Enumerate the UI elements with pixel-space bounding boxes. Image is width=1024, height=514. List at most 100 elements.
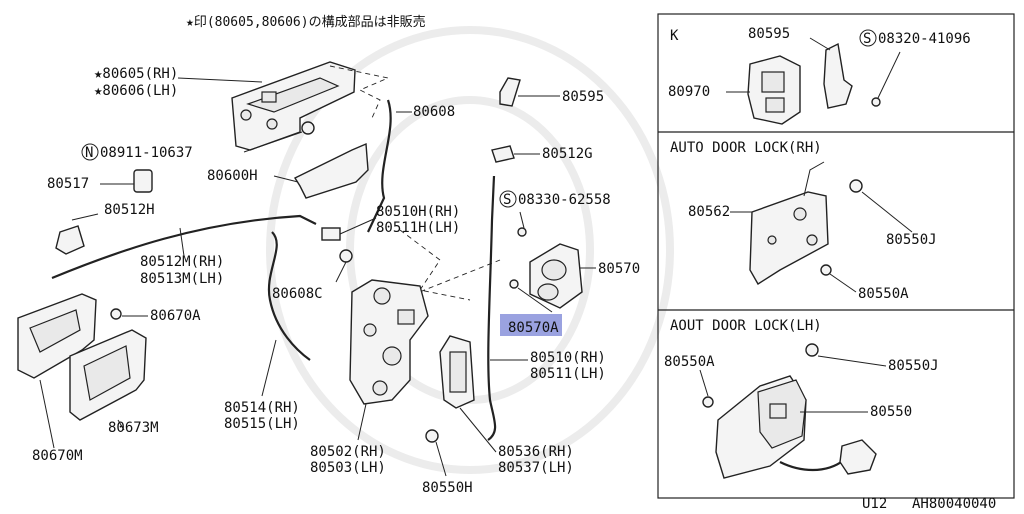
label-80510[interactable]: 80510(RH) [530,350,606,366]
outer-handle-part[interactable] [231,61,356,151]
label-80605[interactable]: ★80605(RH) [94,66,178,82]
actuator-80550[interactable] [715,375,877,479]
part-80550H[interactable] [425,429,439,443]
panel-rh-label-80562[interactable]: 80562 [688,204,730,220]
panel-k-label-80595[interactable]: 80595 [748,26,790,42]
leader-80670M [39,379,55,449]
leader-80514 [261,339,277,397]
label-80600H[interactable]: 80600H [207,168,258,184]
part-lh-80550A[interactable] [702,396,714,408]
part-rh-80550A[interactable] [820,264,832,276]
rod-80608[interactable] [367,99,392,233]
leader-rh-80550A [829,273,857,293]
label-80512H[interactable]: 80512H [104,202,155,218]
part-rh-80550J[interactable] [849,179,863,193]
leader-08330 [519,211,525,229]
dash-striker [411,259,501,296]
rod-80510[interactable] [487,175,497,441]
screw-80670A[interactable] [110,308,122,320]
label-80550H[interactable]: 80550H [422,480,473,496]
label-80595[interactable]: 80595 [562,89,604,105]
panel-lh-label-80550A[interactable]: 80550A [664,354,715,370]
label-08330[interactable]: 08330-62558 [518,192,611,208]
label-80511[interactable]: 80511(LH) [530,366,606,382]
label-80608[interactable]: 80608 [413,104,455,120]
header-note: ★印(80605,80606)の構成部品は非販売 [186,14,426,30]
label-80511H[interactable]: 80511H(LH) [376,220,460,236]
highlight-80570A [500,314,562,336]
lock-assembly-80502[interactable] [349,279,429,405]
panel-k-label-08320[interactable]: 08320-41096 [878,31,971,47]
label-80570A[interactable]: 80570A [508,320,559,336]
striker-80570[interactable] [529,243,583,309]
footer-right: AH80040040 [912,496,996,510]
actuator-bracket-80562[interactable] [749,161,829,285]
label-80510H[interactable]: 80510H(RH) [376,204,460,220]
label-80517[interactable]: 80517 [47,176,89,192]
label-80608C[interactable]: 80608C [272,286,323,302]
leader-k-80595 [809,37,831,51]
dash-handle [329,65,390,119]
panel-rh-label-80550J[interactable]: 80550J [886,232,937,248]
label-80503[interactable]: 80503(LH) [310,460,386,476]
label-80512G[interactable]: 80512G [542,146,593,162]
leader-80550H [435,441,447,477]
leader-80502 [357,403,367,441]
leader-80608C [335,261,347,283]
rod-80514[interactable] [267,231,311,361]
panel-rh-label-80550A[interactable]: 80550A [858,286,909,302]
dash-link [399,229,471,301]
bezel-80673M[interactable] [69,329,147,421]
clip-80608C[interactable] [339,249,353,263]
leader-80605 [177,77,263,83]
inner-handle-80670M[interactable] [17,293,97,379]
panel-lh-title: AOUT DOOR LOCK(LH) [670,318,822,334]
label-08911[interactable]: 08911-10637 [100,145,193,161]
label-80673M[interactable]: 80673M [108,420,159,436]
panel-k-prefix-circle [859,29,877,47]
bracket-80600H[interactable] [293,142,369,199]
prefix-n: N [85,145,93,161]
part-lh-80550J[interactable] [805,343,819,357]
screw-80570A[interactable] [509,279,519,289]
label-80537[interactable]: 80537(LH) [498,460,574,476]
part-80970[interactable] [747,55,801,125]
leader-k-08320 [877,51,901,99]
panel-lh-label-80550J[interactable]: 80550J [888,358,939,374]
rod-80512M[interactable] [51,214,317,280]
label-80502[interactable]: 80502(RH) [310,444,386,460]
protector-80536[interactable] [439,335,475,409]
label-80670M[interactable]: 80670M [32,448,83,464]
label-80515[interactable]: 80515(LH) [224,416,300,432]
leader-08911 [243,131,303,153]
clip-80510H[interactable] [321,227,341,241]
detail-panel-frame [657,13,1015,499]
leader-80512M [179,227,185,257]
leader-lh-80550J [817,355,887,367]
label-80606[interactable]: ★80606(LH) [94,83,178,99]
label-80513M[interactable]: 80513M(LH) [140,271,224,287]
label-80670A[interactable]: 80670A [150,308,201,324]
part-80517[interactable] [133,169,153,193]
leader-lh-80550A [699,369,709,397]
panel-lh-label-80550[interactable]: 80550 [870,404,912,420]
part-80512H[interactable] [55,225,85,255]
leader-80512H [71,213,99,221]
leader-80673M [117,419,125,431]
panel-k-prefix: S [863,31,871,47]
prefix-circle-n [81,143,99,161]
nut-08911[interactable] [301,121,315,135]
label-80570[interactable]: 80570 [598,261,640,277]
part-80595[interactable] [499,77,521,107]
label-80536[interactable]: 80536(RH) [498,444,574,460]
screw-08320[interactable] [871,97,881,107]
panel-k-title: K [670,28,679,44]
screw-08330[interactable] [517,227,527,237]
label-80512M[interactable]: 80512M(RH) [140,254,224,270]
label-80514[interactable]: 80514(RH) [224,400,300,416]
part-k-80595[interactable] [823,42,853,109]
part-80512G[interactable] [491,145,515,163]
panel-k-label-80970[interactable]: 80970 [668,84,710,100]
